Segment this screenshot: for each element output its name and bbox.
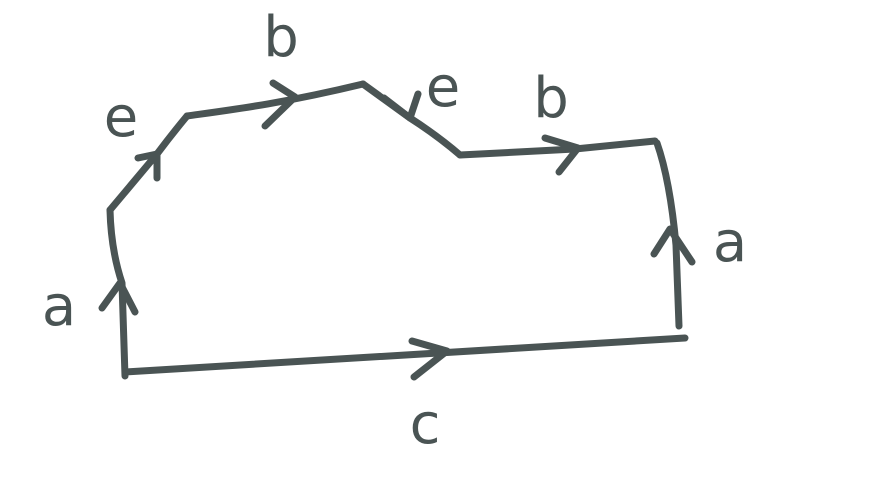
edge-upper-b1 bbox=[183, 80, 367, 120]
arrow-upper-e2 bbox=[380, 90, 422, 122]
edge-bottom-c bbox=[121, 334, 689, 376]
label-right-a: a bbox=[713, 210, 747, 275]
diagram-labels: a e b e b a c bbox=[42, 5, 747, 457]
label-upper-b1: b bbox=[263, 5, 299, 70]
arrow-upper-b1 bbox=[261, 79, 299, 130]
arrow-upper-b2 bbox=[541, 134, 582, 176]
diagram-edges bbox=[98, 79, 696, 381]
arrow-upper-e1 bbox=[134, 150, 161, 182]
arrow-left-a bbox=[98, 279, 139, 316]
label-upper-e1: e bbox=[104, 85, 138, 150]
label-upper-b2: b bbox=[533, 66, 569, 131]
label-left-a: a bbox=[42, 274, 76, 339]
label-upper-e2: e bbox=[426, 55, 460, 120]
arrow-bottom-c bbox=[408, 337, 451, 381]
arrow-right-a bbox=[650, 225, 696, 266]
label-bottom-c: c bbox=[410, 392, 441, 457]
